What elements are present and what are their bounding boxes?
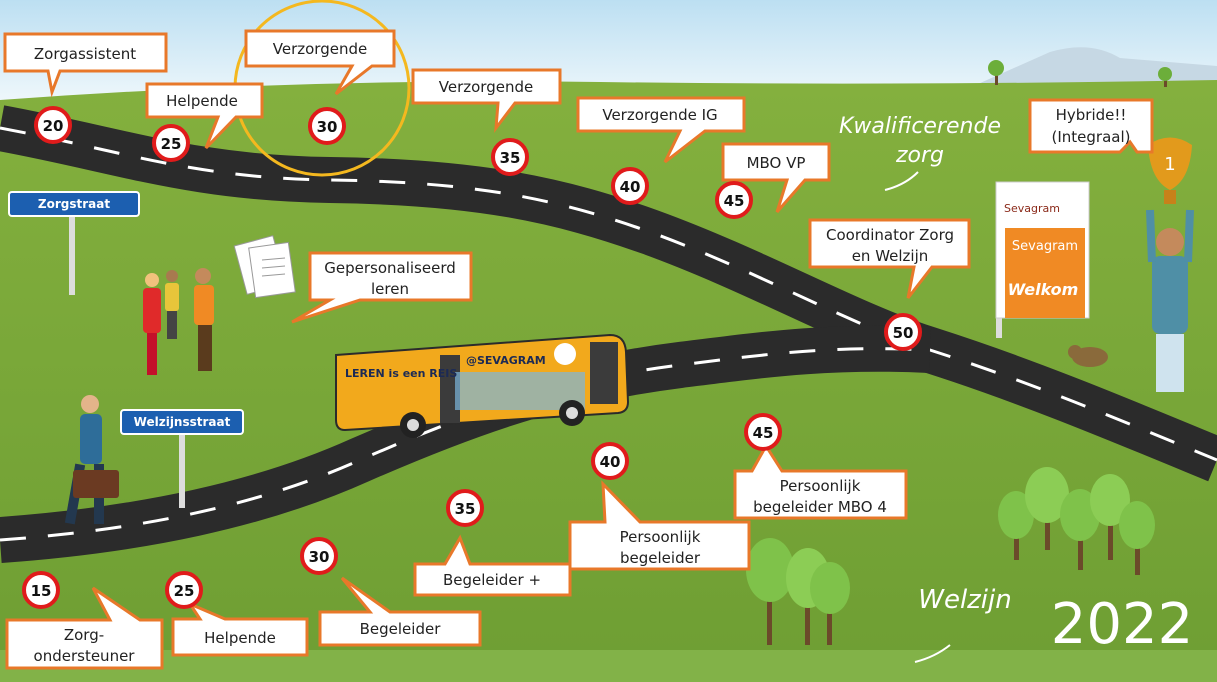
callout-mbo-vp-text: MBO VP (747, 154, 806, 172)
speed-sign-25-top: 25 (152, 124, 190, 162)
trees-right (998, 467, 1155, 575)
speed-sign-30-bottom-value: 30 (309, 548, 330, 566)
trees-horizon (988, 60, 1172, 87)
speed-sign-30-top: 30 (308, 107, 346, 145)
sevagram-logo: Sevagram (1004, 202, 1060, 215)
callout-coordinator: Coordinator Zorg en Welzijn (808, 218, 971, 299)
callout-verzorgende-text: Verzorgende (439, 78, 533, 96)
callout-begeleider-plus: Begeleider + (413, 534, 572, 597)
speed-sign-45-top-value: 45 (724, 192, 745, 210)
callout-persoonlijk-mbo4: Persoonlijk begeleider MBO 4 (733, 443, 908, 520)
callout-persoonlijk-line1: Persoonlijk (620, 528, 701, 546)
welkom-label: Welkom (1008, 280, 1079, 299)
sign-zorgstraat-label: Zorgstraat (38, 197, 110, 211)
callout-zorgassistent: Zorgassistent (3, 32, 168, 98)
sevagram-panel-label: Sevagram (1012, 239, 1078, 254)
callout-persoonlijk-line2: begeleider (620, 549, 701, 567)
sevagram-board: Sevagram Sevagram Welkom (995, 181, 1090, 338)
callout-gepersonaliseerd: Gepersonaliseerd leren (291, 251, 473, 324)
callout-zorgassistent-text: Zorgassistent (34, 45, 136, 63)
speed-sign-30-bottom: 30 (300, 537, 338, 575)
speed-sign-25-bottom: 25 (165, 571, 203, 609)
sign-welzijnsstraat-label: Welzijnsstraat (134, 415, 231, 429)
speed-sign-45-bottom: 45 (744, 413, 782, 451)
speed-sign-40-top-value: 40 (620, 178, 641, 196)
bus-handle: @SEVAGRAM (466, 354, 546, 367)
callout-zorgondersteuner: Zorg- ondersteuner (5, 586, 164, 670)
callout-gepersonaliseerd-line1: Gepersonaliseerd (324, 259, 456, 277)
speed-sign-15: 15 (22, 571, 60, 609)
documents-icon (233, 235, 296, 299)
sign-zorgstraat: Zorgstraat (8, 191, 140, 295)
label-kwalificerende: Kwalificerende (839, 114, 1001, 139)
speed-sign-45-bottom-value: 45 (753, 424, 774, 442)
speed-sign-15-value: 15 (31, 582, 52, 600)
callout-gepersonaliseerd-line2: leren (371, 280, 409, 298)
label-zorg: zorg (895, 143, 944, 168)
callout-zorgondersteuner-line1: Zorg- (64, 626, 104, 644)
callout-helpende-bottom-text: Helpende (204, 629, 276, 647)
callout-begeleider-text: Begeleider (360, 620, 442, 638)
road-zorg-markings (0, 126, 1217, 462)
speed-sign-35-bottom: 35 (446, 489, 484, 527)
cat-icon (1068, 345, 1108, 367)
trophy-person-icon: 1 (1146, 137, 1194, 392)
year-label: 2022 (1051, 592, 1194, 657)
callout-verzorgende-ig-text: Verzorgende IG (602, 106, 717, 124)
speed-sign-35-top-value: 35 (500, 149, 521, 167)
callout-verzorgende-circled-text: Verzorgende (273, 40, 367, 58)
speed-sign-40-bottom: 40 (591, 442, 629, 480)
people-group-icon (143, 268, 214, 375)
speed-sign-35-bottom-value: 35 (455, 500, 476, 518)
callout-begeleider: Begeleider (318, 576, 482, 647)
traveler-icon (64, 395, 119, 525)
callout-zorgondersteuner-line2: ondersteuner (34, 647, 136, 665)
callout-mbo-vp: MBO VP (721, 142, 831, 213)
callout-coordinator-line2: en Welzijn (852, 247, 929, 265)
callout-verzorgende-circled: Verzorgende (244, 29, 396, 96)
label-welzijn-underline (914, 644, 951, 663)
speed-sign-40-top: 40 (611, 167, 649, 205)
callout-persoonlijk: Persoonlijk begeleider (568, 480, 751, 571)
callout-coordinator-line1: Coordinator Zorg (826, 226, 954, 244)
speed-sign-40-bottom-value: 40 (600, 453, 621, 471)
speed-sign-45-top: 45 (715, 181, 753, 219)
callout-helpende-bottom: Helpende (171, 600, 309, 657)
trophy-number: 1 (1164, 154, 1175, 175)
callout-verzorgende: Verzorgende (411, 68, 562, 133)
callout-helpende-top: Helpende (145, 82, 264, 150)
speed-sign-50: 50 (884, 313, 922, 351)
speed-sign-20: 20 (34, 106, 72, 144)
speed-sign-25-top-value: 25 (161, 135, 182, 153)
callout-hybride: Hybride!! (Integraal) (1028, 98, 1154, 154)
label-zorg-underline (884, 171, 919, 191)
trees-bottom (746, 538, 850, 645)
callout-persoonlijk-mbo4-line1: Persoonlijk (780, 477, 861, 495)
label-welzijn: Welzijn (918, 585, 1012, 615)
callout-persoonlijk-mbo4-line2: begeleider MBO 4 (753, 498, 887, 516)
speed-sign-25-bottom-value: 25 (174, 582, 195, 600)
callout-hybride-line1: Hybride!! (1056, 106, 1127, 124)
speed-sign-30-top-value: 30 (317, 118, 338, 136)
callout-helpende-top-text: Helpende (166, 92, 238, 110)
callout-begeleider-plus-text: Begeleider + (443, 571, 541, 589)
callout-hybride-line2: (Integraal) (1052, 128, 1131, 146)
speed-sign-50-value: 50 (893, 324, 914, 342)
sign-welzijnsstraat: Welzijnsstraat (120, 409, 244, 508)
speed-sign-35-top: 35 (491, 138, 529, 176)
callout-verzorgende-ig: Verzorgende IG (576, 96, 746, 164)
bus: LEREN is een REIS @SEVAGRAM (335, 333, 630, 438)
bus-slogan: LEREN is een REIS (345, 367, 457, 380)
speed-sign-20-value: 20 (43, 117, 64, 135)
